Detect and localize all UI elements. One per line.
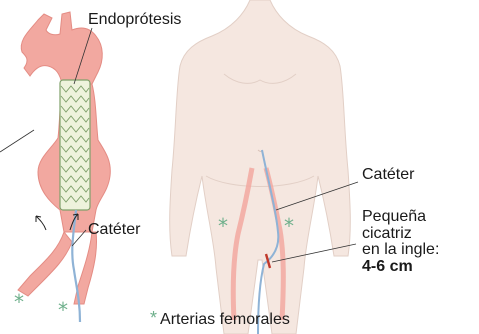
legend: *Arterias femorales [150, 310, 290, 328]
femoral-marker-star: * [218, 216, 228, 236]
iliac-left [18, 232, 72, 296]
scar-label: Pequeña cicatriz en la ingle: 4-6 cm [362, 209, 439, 275]
femoral-marker-star: * [58, 300, 68, 320]
scar-label-line2: cicatriz [362, 226, 439, 243]
femoral-marker-star: * [284, 216, 294, 236]
scar-size-value: 4-6 cm [362, 258, 413, 275]
catheter-label-left: Catéter [88, 221, 140, 238]
catheter-label-right: Catéter [362, 166, 414, 183]
body-figure [170, 0, 358, 334]
scar-size: 4-6 cm [362, 259, 439, 276]
legend-text: Arterias femorales [160, 311, 290, 328]
scar-label-line3: en la ingle: [362, 242, 439, 259]
flow-arrow-left [36, 216, 46, 230]
scar-label-line1: Pequeña [362, 209, 439, 226]
endoprosthesis-label: Endoprótesis [88, 11, 181, 28]
aorta-illustration [0, 12, 110, 322]
femoral-marker-star: * [14, 292, 24, 312]
leader-aneurysm [0, 130, 34, 152]
legend-star-icon: * [150, 308, 157, 328]
